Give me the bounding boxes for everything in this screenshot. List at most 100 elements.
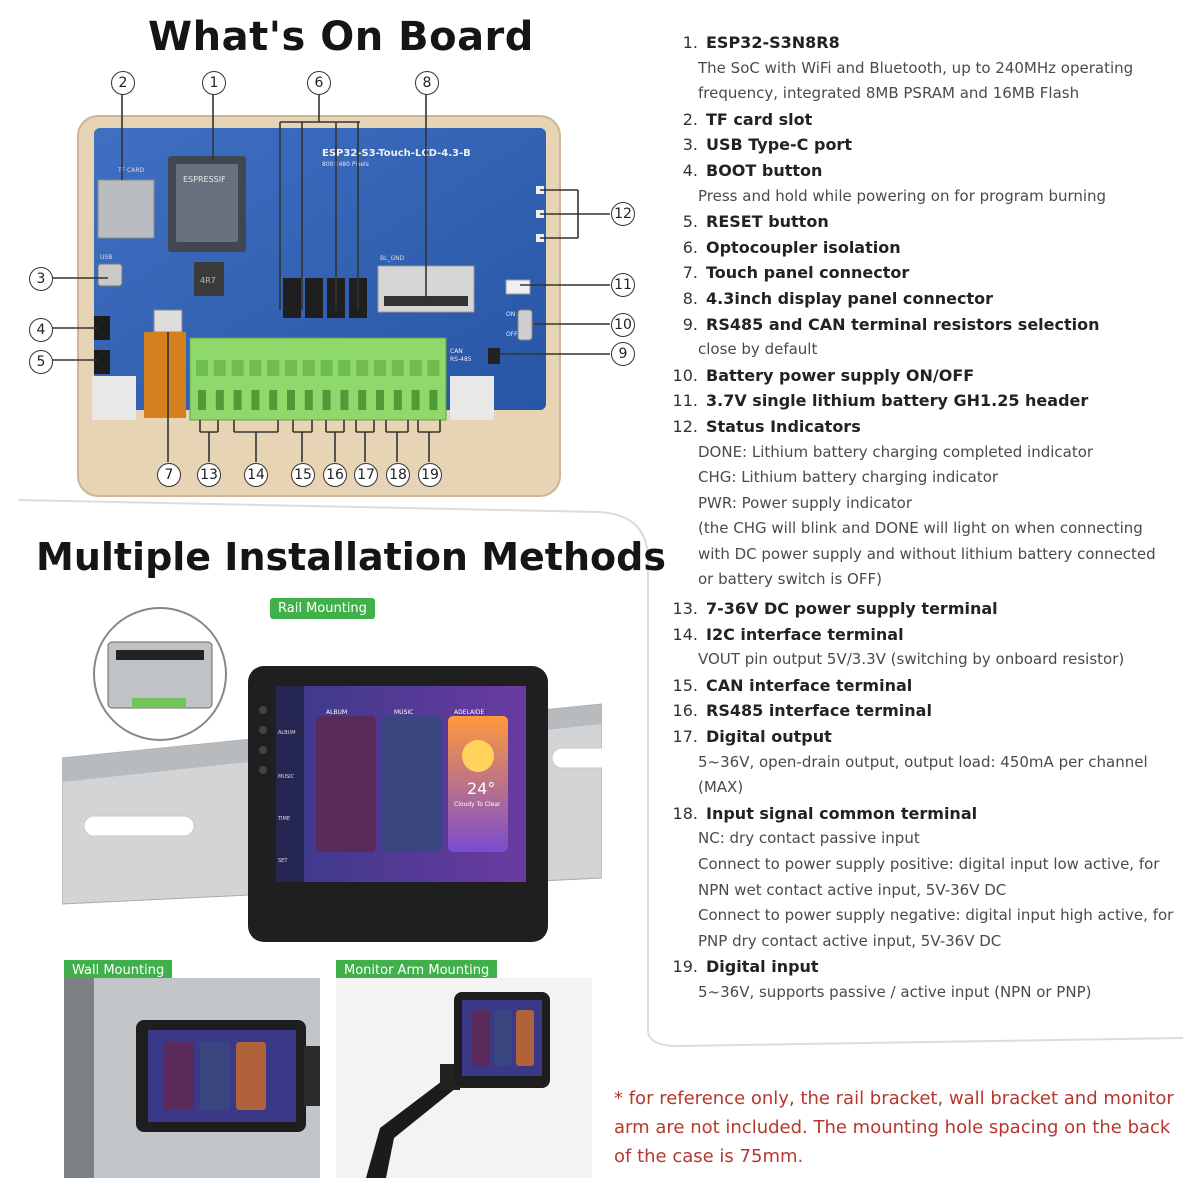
terminal-block — [189, 337, 447, 421]
tf-card-slot — [97, 179, 155, 239]
terminal-screw — [409, 360, 422, 376]
terminal-slot — [251, 390, 260, 410]
spec-item: 6.Optocoupler isolation — [672, 235, 1192, 261]
touch-flex — [144, 332, 186, 418]
spec-heading: 12.Status Indicators — [672, 414, 1192, 440]
spec-heading: 19.Digital input — [672, 954, 1192, 980]
usb-label: USB — [100, 254, 112, 261]
card-label: TF CARD — [117, 167, 144, 174]
screen-app-album: ALBUM — [278, 730, 296, 736]
spec-title: Battery power supply ON/OFF — [706, 365, 975, 385]
spec-heading: 6.Optocoupler isolation — [672, 235, 1192, 261]
callout-15: 15 — [291, 463, 315, 487]
spec-title: Touch panel connector — [706, 263, 910, 283]
screen-card-city: ADELAIDE — [454, 709, 484, 716]
terminal-screw — [285, 360, 297, 376]
spec-title: 3.7V single lithium battery GH1.25 heade… — [706, 391, 1089, 411]
spec-description: with DC power supply and without lithium… — [698, 544, 1156, 563]
terminal-slot — [358, 390, 367, 410]
spec-description: The SoC with WiFi and Bluetooth, up to 2… — [698, 58, 1134, 77]
terminal-screw — [374, 360, 386, 376]
spec-title: USB Type-C port — [706, 135, 852, 155]
terminal-slot — [411, 390, 420, 410]
arm-mounting-photo — [336, 978, 592, 1178]
spec-description: (MAX) — [698, 778, 744, 797]
spec-number: 18. — [672, 803, 698, 823]
spec-number: 19. — [672, 957, 698, 977]
spec-heading: 9.RS485 and CAN terminal resistors selec… — [672, 312, 1192, 338]
optocouplers — [283, 278, 367, 318]
callout-18: 18 — [386, 463, 410, 487]
terminal-screw — [320, 360, 333, 376]
spec-title: Optocoupler isolation — [706, 237, 901, 257]
spec-heading: 13.7-36V DC power supply terminal — [672, 596, 1192, 622]
terminal-slot — [340, 390, 349, 410]
board-label: ESP32-S3-Touch-LCD-4.3-B — [322, 148, 471, 159]
spec-number: 10. — [672, 365, 698, 385]
spec-description: NC: dry contact passive input — [698, 829, 920, 848]
screen-temp: 24° — [467, 779, 495, 798]
spec-number: 8. — [682, 288, 698, 308]
terminal-screw — [213, 360, 226, 376]
spec-item: 17. Digital output 5~36V, open-drain outpu… — [672, 724, 1192, 801]
board-diagram: ESPRESSIF TF CARD USB 4R7 ESP32-S3-Touch… — [52, 94, 610, 497]
off-label: OFF — [506, 331, 518, 338]
spec-title: Digital output — [706, 727, 832, 747]
spec-description: PNP dry contact active input, 5V-36V DC — [698, 931, 1002, 950]
callout-11: 11 — [611, 273, 635, 297]
spec-number: 7. — [682, 263, 698, 283]
spec-number: 17. — [672, 727, 698, 747]
wall-mounting-photo — [64, 978, 320, 1178]
spec-title: ESP32-S3N8R8 — [706, 33, 840, 52]
terminal-screw — [338, 360, 351, 376]
spec-item: 7. Touch panel connector — [672, 260, 1192, 286]
spec-title: RS485 interface terminal — [706, 701, 932, 721]
spec-item: 13.7-36V DC power supply terminal — [672, 596, 1192, 622]
spec-item: 11.3.7V single lithium battery GH1.25 he… — [672, 388, 1192, 414]
terminal-slot — [198, 390, 206, 410]
usb-port — [97, 263, 123, 287]
chip-label: 4R7 — [200, 276, 216, 285]
spec-description: VOUT pin output 5V/3.3V (switching by on… — [698, 650, 1125, 669]
spec-number: 2. — [682, 109, 698, 129]
spec-description: frequency, integrated 8MB PSRAM and 16MB… — [698, 84, 1080, 103]
battery-header — [505, 279, 531, 295]
spec-number: 5. — [682, 212, 698, 232]
resistor-jumper — [488, 348, 500, 364]
reset-header — [94, 350, 110, 374]
spec-description: 5~36V, supports passive / active input (… — [698, 982, 1092, 1001]
terminal-slot — [233, 390, 242, 410]
callout-9: 9 — [611, 342, 635, 366]
spec-title: TF card slot — [706, 109, 813, 129]
rail-mounting-badge: Rail Mounting — [270, 598, 375, 619]
spec-item: 5.RESET button — [672, 209, 1192, 235]
rail-mounting-photo: 24° Cloudy To Clear ALBUM MUSIC ADELAIDE… — [62, 607, 602, 942]
spec-description: Press and hold while powering on for pro… — [698, 186, 1107, 205]
screen-card-music: MUSIC — [394, 709, 413, 716]
callout-17: 17 — [354, 463, 378, 487]
terminal-screw — [302, 360, 315, 376]
spec-number: 14. — [672, 624, 698, 644]
spec-title: CAN interface terminal — [706, 675, 913, 695]
battery-switch — [517, 309, 533, 341]
terminal-slot — [287, 390, 295, 410]
install-title: Multiple Installation Methods — [36, 535, 666, 579]
spec-number: 15. — [672, 675, 698, 695]
terminal-screw — [427, 360, 440, 376]
callout-4: 4 — [29, 318, 53, 342]
bl-gnd-label: BL_GND — [380, 255, 405, 262]
spec-description: 5~36V, open-drain output, output load: 4… — [698, 752, 1148, 771]
wall-mounting-badge: Wall Mounting — [64, 960, 173, 981]
spec-title: Status Indicators — [706, 416, 861, 436]
terminal-screw — [196, 360, 208, 376]
spec-description: PWR: Power supply indicator — [698, 493, 912, 512]
terminal-screw — [249, 360, 262, 376]
callout-16: 16 — [323, 463, 347, 487]
arm-mounting-badge: Monitor Arm Mounting — [336, 960, 498, 981]
spec-item: 15. CAN interface terminal — [672, 673, 1192, 699]
terminal-slot — [376, 390, 384, 410]
